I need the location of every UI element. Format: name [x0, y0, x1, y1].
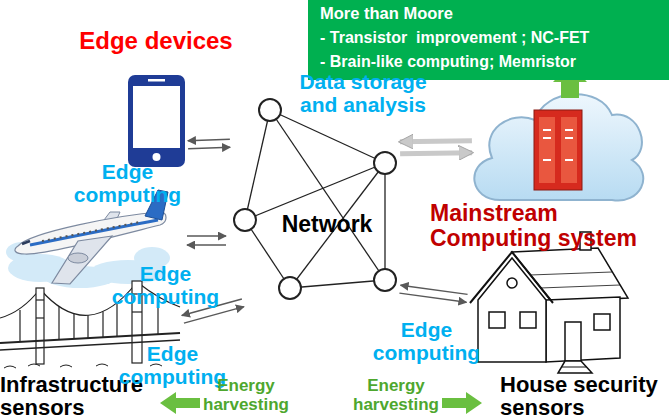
supercomputer-rack — [534, 110, 582, 190]
box-item: - Brain-like computing; Memristor — [320, 53, 665, 71]
network-link — [290, 280, 385, 288]
energy-harvesting-label: Energy harvesting — [346, 377, 446, 414]
house-path — [558, 361, 592, 373]
bridge-hanger — [102, 312, 103, 338]
energy-arrow — [160, 392, 200, 414]
bridge-hanger — [58, 307, 59, 340]
house-illustration — [470, 232, 628, 373]
network-node-circle — [234, 209, 256, 231]
phone-icon — [128, 75, 185, 167]
connector-arrow — [399, 293, 466, 302]
energy-arrow — [442, 392, 482, 414]
rack-panel — [539, 117, 555, 183]
network-graph: Network — [233, 98, 397, 302]
house-door — [565, 322, 581, 361]
phone-body — [128, 75, 185, 167]
network-link — [270, 110, 385, 280]
connector-arrow — [188, 139, 230, 140]
box-item: - Transistor improvement ; NC-FET — [320, 29, 665, 47]
connector-arrow — [400, 141, 472, 142]
house-window — [489, 312, 505, 328]
house-window — [507, 278, 517, 288]
house-window — [520, 312, 536, 328]
bridge-hanger — [73, 314, 74, 339]
bridge-hanger — [87, 315, 88, 338]
computing-cloud: Mainstream Computing system — [475, 85, 640, 203]
bridge-tower-bar — [132, 311, 142, 312]
rack-panel — [561, 117, 577, 183]
bridge-tower-bar — [36, 317, 44, 318]
airplane-cockpit — [22, 241, 30, 244]
connector-arrow — [188, 147, 230, 148]
link-arrow — [187, 244, 226, 246]
device-heading: Edge devices — [71, 28, 241, 54]
edge-device-phone: Edge devices — [128, 75, 185, 167]
rack-mark — [543, 130, 573, 160]
bridge-tower — [36, 288, 44, 364]
house-gable — [470, 252, 553, 303]
airplane-windows — [42, 222, 140, 241]
sensor-heading: House security sensors — [500, 373, 669, 419]
phone-button — [153, 153, 161, 161]
bridge-tower-bar — [36, 299, 44, 300]
edge-label: Edge computing — [364, 318, 489, 364]
phone-speaker — [148, 79, 165, 82]
box-heading: More than Moore — [320, 4, 665, 22]
network-node-circle — [374, 152, 396, 174]
network-link — [245, 110, 270, 220]
airplane-wing — [52, 236, 112, 284]
phone-screen — [133, 86, 180, 148]
house-security-sensor: House security sensors — [470, 245, 620, 373]
cloud-heading: Mainstream Computing system — [430, 201, 650, 252]
network-node-circle — [279, 277, 301, 299]
edge-label: Edge computing — [65, 160, 190, 206]
house-window — [594, 314, 610, 330]
network-graph — [234, 99, 396, 299]
energy-harvesting-label: Energy harvesting — [196, 377, 296, 414]
connector — [400, 141, 472, 154]
connector-arrow — [400, 153, 472, 154]
edge-label: Edge computing — [110, 342, 235, 388]
link-arrow — [187, 235, 226, 237]
network-label: Network — [277, 212, 377, 237]
network-node-circle — [259, 99, 281, 121]
connector — [399, 285, 467, 302]
house-step — [562, 367, 586, 368]
edge-label: Data storage and analysis — [288, 70, 438, 116]
more-than-moore-box: More than Moore - Transistor improvement … — [308, 0, 669, 80]
house-side-wall — [546, 297, 620, 362]
airplane-link-arrows — [187, 236, 226, 245]
cloud-illustration — [474, 64, 643, 201]
edge-computing-label: Edge computing — [103, 262, 228, 308]
network-link — [384, 163, 385, 280]
network-node-circle — [374, 269, 396, 291]
bridge-hanger — [19, 310, 20, 342]
cloud-shape — [474, 94, 643, 200]
connector — [188, 139, 230, 148]
airplane-engine — [68, 253, 88, 263]
house-front-wall — [478, 258, 546, 362]
roof-lines — [530, 272, 620, 288]
connector-arrow — [184, 307, 244, 323]
connector-arrow — [401, 285, 468, 294]
